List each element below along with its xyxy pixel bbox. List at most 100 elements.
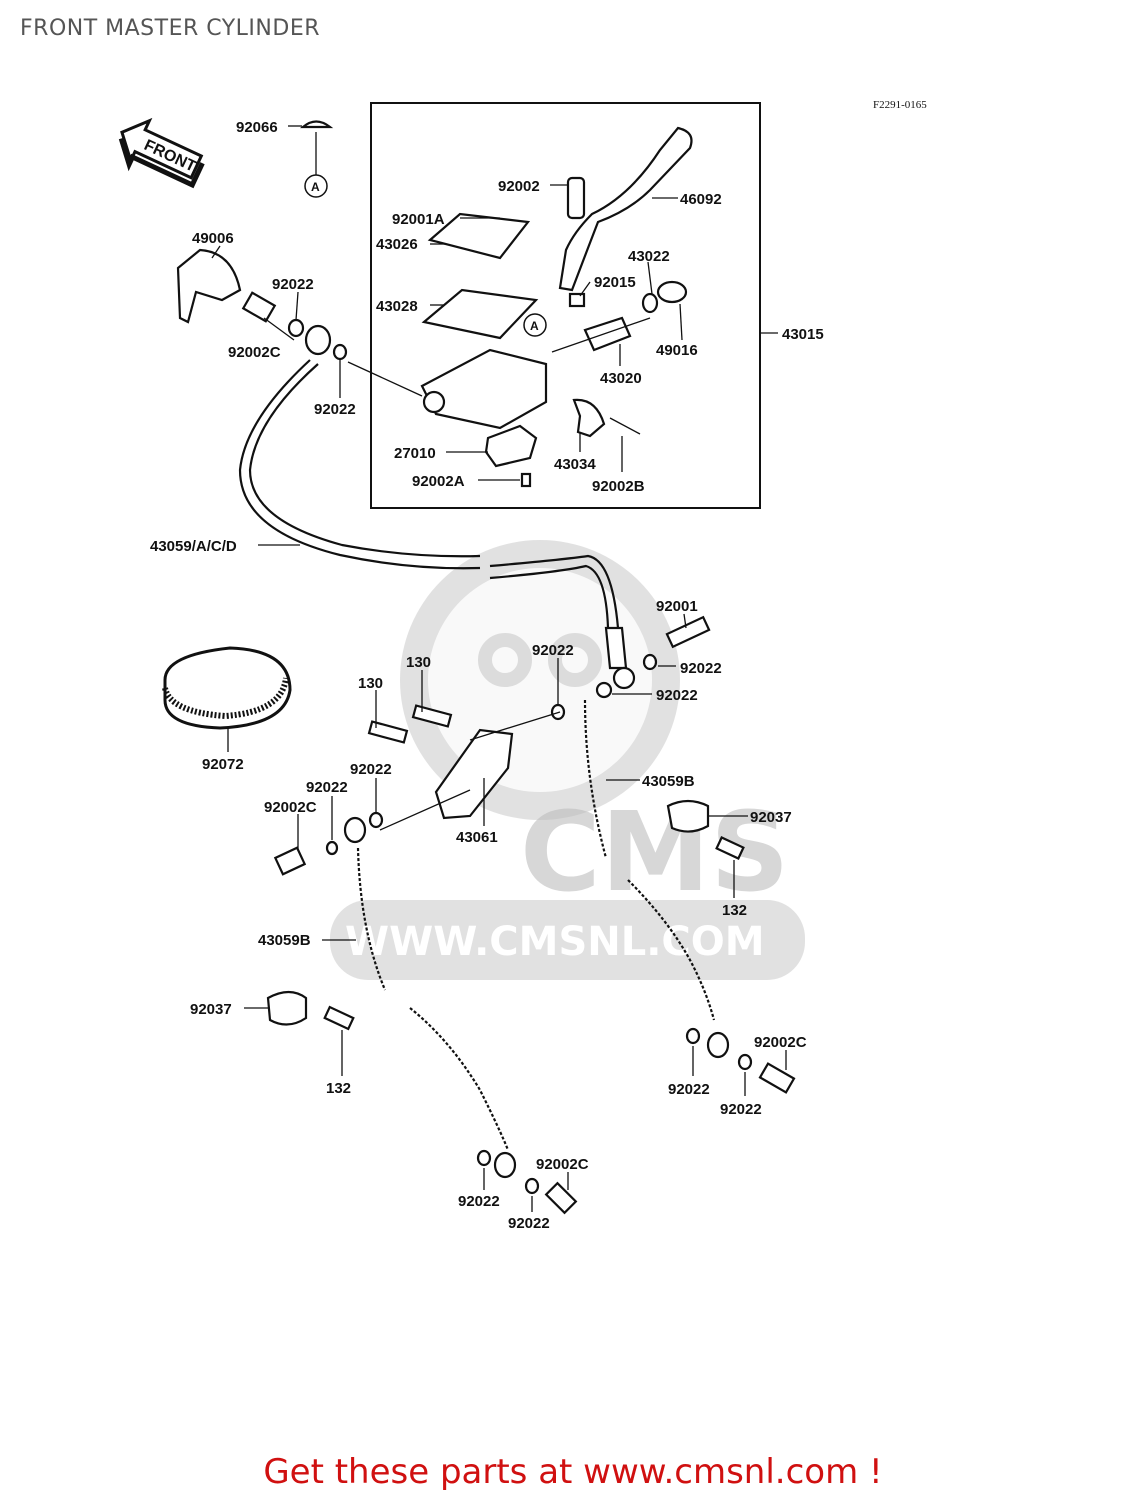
boot-49016 [656, 280, 688, 304]
marker-a-top-label: A [311, 180, 320, 194]
hose-43059 [238, 359, 481, 570]
pivot-bolt-92002 [566, 176, 586, 220]
cms-watermark: CMS WWW.CMSNL.COM [330, 540, 805, 980]
front-arrow: FRONT [118, 117, 205, 189]
diaphragm-43028 [421, 288, 539, 340]
callout-130-a: 130 [406, 654, 431, 671]
band-92072 [163, 646, 292, 730]
callout-92002c-a: 92002C [228, 344, 281, 361]
callout-92022-j: 92022 [458, 1193, 500, 1210]
bolt-132-right [715, 836, 745, 860]
washer-92022-f [368, 811, 384, 829]
callout-43059b-b: 43059B [258, 932, 311, 949]
piston-kit-43020 [583, 316, 632, 352]
banjo-fitting-top [304, 324, 332, 356]
callout-92015: 92015 [594, 274, 636, 291]
switch-27010 [484, 424, 538, 468]
callout-92072: 92072 [202, 756, 244, 773]
page-title: FRONT MASTER CYLINDER [20, 16, 321, 41]
banjo-fitting-left-lower [493, 1151, 517, 1179]
banjo-fitting-left [343, 816, 367, 844]
footer-cta-link[interactable]: Get these parts at www.cmsnl.com ! [263, 1452, 883, 1492]
callout-92001a: 92001A [392, 211, 445, 228]
hose-clamp-92037-right [666, 799, 710, 833]
banjo-bolt-92002c-d [544, 1181, 578, 1215]
banjo-bolt-92002c-left [273, 846, 307, 876]
callout-92022-a: 92022 [272, 276, 314, 293]
bolt-130-a [367, 720, 409, 744]
reservoir-cap-49006 [176, 248, 242, 324]
banjo-bolt-92002c-top [241, 291, 277, 323]
banjo-bolt-92002c-c [758, 1062, 796, 1094]
callout-43022: 43022 [628, 248, 670, 265]
assembly-box-43015 [370, 102, 761, 509]
clamp-43034 [572, 398, 606, 438]
callout-43059b-a: 43059B [642, 773, 695, 790]
callout-92022-e: 92022 [532, 642, 574, 659]
lever-46092 [558, 126, 693, 292]
banjo-fitting-right-lower [706, 1031, 730, 1059]
hose-43059b-left-lower [409, 1007, 510, 1151]
callout-92002: 92002 [498, 178, 540, 195]
washer-92022-top-b [332, 343, 348, 361]
watermark-brand: CMS [520, 788, 789, 916]
hose-43059b-right [583, 699, 608, 859]
washer-92022-top [287, 318, 305, 338]
callout-92066: 92066 [236, 119, 278, 136]
reservoir-cover-43026 [427, 212, 531, 260]
washer-92022-c [642, 653, 658, 671]
hose-43059b-left [356, 847, 387, 991]
callout-43015: 43015 [782, 326, 824, 343]
callout-92037-a: 92037 [750, 809, 792, 826]
callout-43020: 43020 [600, 370, 642, 387]
washer-92022-i [737, 1053, 753, 1071]
callout-92002c-b: 92002C [264, 799, 317, 816]
callout-43026: 43026 [376, 236, 418, 253]
washer-92022-g [325, 840, 339, 856]
callout-49016: 49016 [656, 342, 698, 359]
callout-43059acd: 43059/A/C/D [150, 538, 237, 555]
washer-92022-d [595, 681, 613, 699]
ring-43022 [641, 292, 659, 314]
callout-92022-c: 92022 [680, 660, 722, 677]
hose-43059b-right-lower [627, 879, 716, 1021]
callout-132-b: 132 [326, 1080, 351, 1097]
hose-clamp-92037-left [266, 990, 308, 1026]
marker-a-body [523, 313, 547, 337]
callout-130-b: 130 [358, 675, 383, 692]
watermark-url: WWW.CMSNL.COM [345, 919, 765, 965]
callout-92002b: 92002B [592, 478, 645, 495]
marker-a-top [304, 174, 328, 198]
diagram-ref-code: F2291-0165 [873, 99, 927, 111]
washer-92022-k [524, 1177, 540, 1195]
master-cylinder-body [420, 348, 548, 430]
callout-92022-k: 92022 [508, 1215, 550, 1232]
callout-92022-g: 92022 [306, 779, 348, 796]
callout-92022-h: 92022 [668, 1081, 710, 1098]
marker-a-body-label: A [530, 319, 539, 333]
callout-43034: 43034 [554, 456, 596, 473]
cap-92066 [299, 120, 334, 129]
callout-46092: 46092 [680, 191, 722, 208]
callout-92022-b: 92022 [314, 401, 356, 418]
callout-132-a: 132 [722, 902, 747, 919]
banjo-fitting-lower [612, 666, 636, 690]
callout-92022-f: 92022 [350, 761, 392, 778]
callout-92022-d: 92022 [656, 687, 698, 704]
callout-92037-b: 92037 [190, 1001, 232, 1018]
bolt-132-left [323, 1005, 355, 1031]
callout-92002a: 92002A [412, 473, 465, 490]
callout-43028: 43028 [376, 298, 418, 315]
callout-27010: 27010 [394, 445, 436, 462]
washer-92022-h [685, 1027, 701, 1045]
callout-49006: 49006 [192, 230, 234, 247]
callout-43061: 43061 [456, 829, 498, 846]
washer-92022-j [476, 1149, 492, 1167]
bushing-92015 [568, 292, 586, 308]
callout-92002c-d: 92002C [536, 1156, 589, 1173]
callout-92002c-c: 92002C [754, 1034, 807, 1051]
bolt-92001 [665, 615, 711, 649]
leader-lines [211, 125, 787, 1212]
callout-92022-i: 92022 [720, 1101, 762, 1118]
